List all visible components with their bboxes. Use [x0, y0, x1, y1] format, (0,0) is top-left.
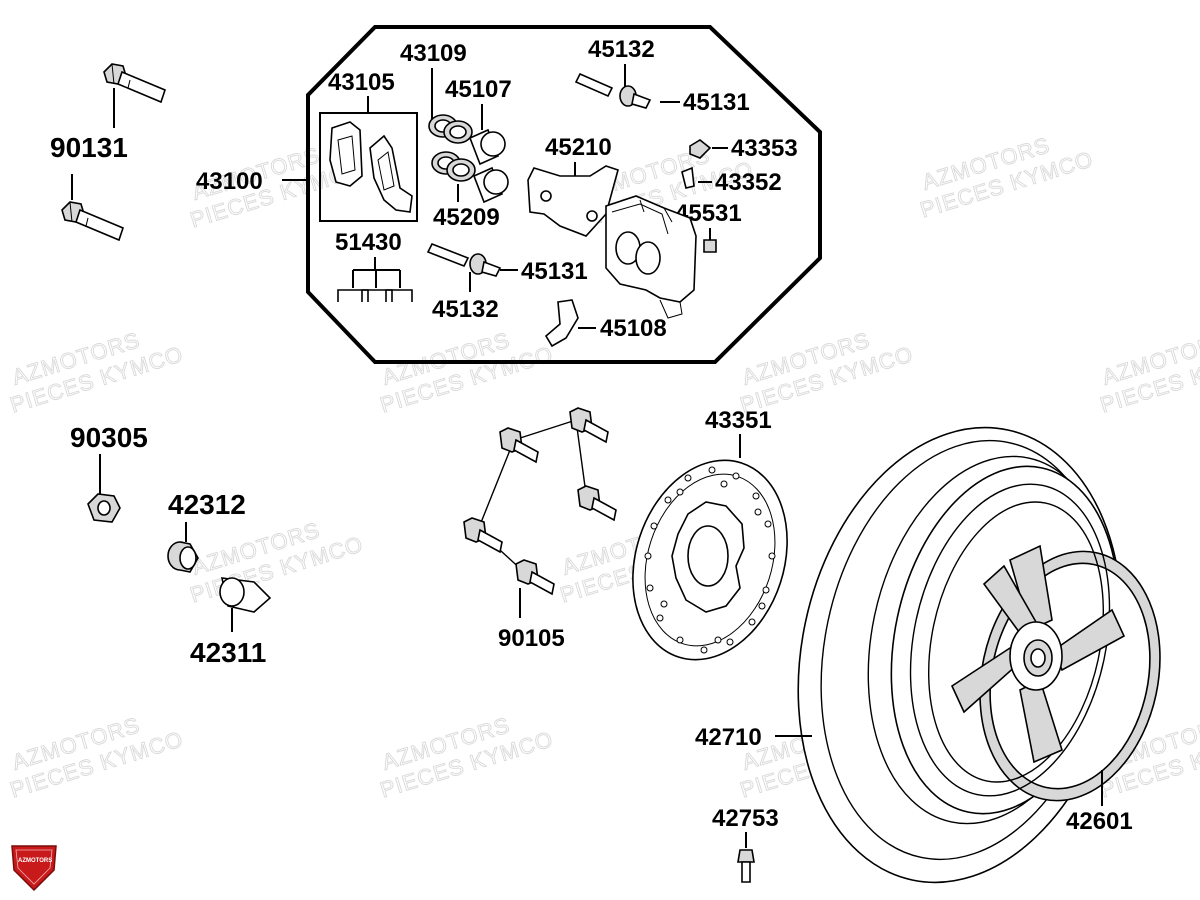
label-43109: 43109 [400, 40, 467, 67]
slide-pin-45132-bottom[interactable] [426, 242, 502, 277]
bolt-90131-lower[interactable] [61, 201, 124, 242]
piston-45107[interactable] [468, 128, 509, 204]
label-45131-top: 45131 [683, 89, 750, 116]
valve-42753[interactable] [737, 849, 755, 883]
nut-90305[interactable] [87, 493, 121, 523]
label-45131-bottom: 45131 [521, 258, 588, 285]
brake-pad-43105[interactable] [329, 121, 413, 213]
label-45209: 45209 [433, 204, 500, 231]
label-51430: 51430 [335, 229, 402, 256]
brake-pad-box [319, 112, 418, 222]
bleeder-screw-43352[interactable] [681, 166, 695, 189]
label-43105: 43105 [328, 69, 395, 96]
collar-42311[interactable] [219, 577, 272, 613]
bolt-45531[interactable] [703, 239, 717, 253]
label-45132-bottom: 45132 [432, 296, 499, 323]
disc-bolts-90105[interactable] [463, 407, 617, 596]
label-42753: 42753 [712, 805, 779, 832]
label-43100: 43100 [196, 168, 263, 195]
brake-disc-43351[interactable] [608, 440, 812, 680]
label-42710: 42710 [695, 724, 762, 751]
label-45107: 45107 [445, 76, 512, 103]
azmotors-logo: AZMOTORS [11, 845, 57, 892]
label-90131: 90131 [50, 132, 128, 163]
label-42601: 42601 [1066, 808, 1133, 835]
label-45210: 45210 [545, 134, 612, 161]
seal-42312[interactable] [167, 541, 199, 573]
label-45108: 45108 [600, 315, 667, 342]
wheel-rim-42601[interactable] [861, 445, 1182, 835]
label-45132-top: 45132 [588, 36, 655, 63]
caliper-bracket-45210[interactable] [527, 165, 619, 237]
label-42312: 42312 [168, 489, 246, 520]
slide-pin-45132-top[interactable] [574, 72, 652, 109]
label-43351: 43351 [705, 407, 772, 434]
piston-seals-43109[interactable] [428, 114, 476, 182]
label-90305: 90305 [70, 422, 148, 453]
bleeder-cap-43353[interactable] [689, 139, 712, 159]
label-43352: 43352 [715, 169, 782, 196]
label-42311: 42311 [190, 637, 266, 668]
bolt-90131-upper[interactable] [103, 63, 166, 104]
logo-text: AZMOTORS [18, 858, 52, 864]
label-90105: 90105 [498, 625, 565, 652]
pad-spring-51430[interactable] [337, 289, 413, 302]
label-43353: 43353 [731, 135, 798, 162]
caliper-body[interactable] [605, 195, 697, 319]
caliper-assembly-box [306, 25, 822, 364]
pad-clip-45108[interactable] [544, 299, 579, 348]
